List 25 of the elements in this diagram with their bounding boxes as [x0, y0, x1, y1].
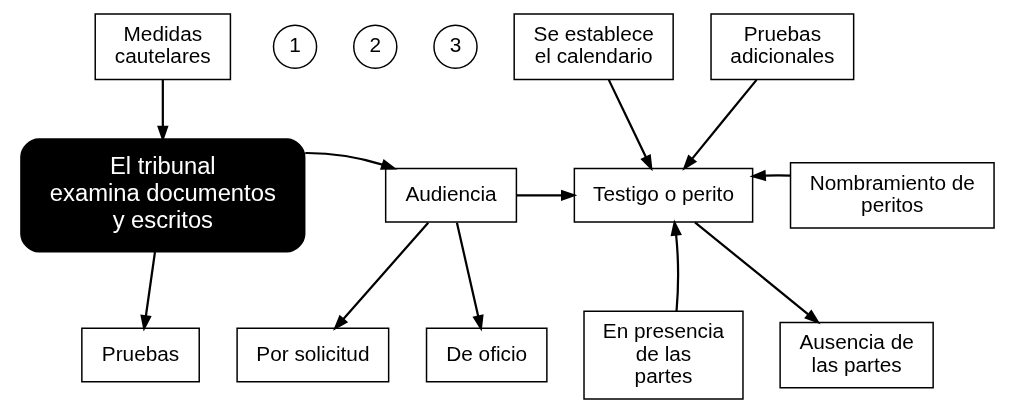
node-circle: 1: [272, 24, 318, 70]
node-box: Medidas cautelares: [94, 13, 232, 81]
node-box: Ausencia de las partes: [779, 321, 934, 389]
arrow: [333, 222, 430, 331]
node-box: Nombramiento de peritos: [789, 161, 995, 229]
node-circle: 2: [353, 24, 398, 70]
node-box: Se establece el calendario: [513, 13, 674, 81]
arrow: [305, 151, 398, 170]
node-box: Audiencia: [384, 167, 518, 223]
arrow: [140, 251, 157, 332]
arrow: [694, 221, 821, 325]
node-box: Testigo o perito: [573, 167, 754, 223]
arrow: [670, 219, 682, 312]
node-box: En presencia de las partes: [583, 310, 744, 400]
arrow: [516, 189, 578, 202]
node-box: El tribunal examina documentos y escritos: [20, 138, 306, 253]
arrow: [455, 222, 484, 332]
arrow: [607, 79, 653, 172]
node-circle: 3: [433, 24, 478, 70]
arrow: [682, 79, 758, 171]
node-box: De oficio: [425, 327, 548, 383]
node-box: Por solicitud: [236, 327, 390, 383]
node-box: Pruebas adicionales: [710, 13, 855, 81]
node-box: Pruebas: [81, 327, 200, 383]
arrow: [749, 169, 791, 182]
